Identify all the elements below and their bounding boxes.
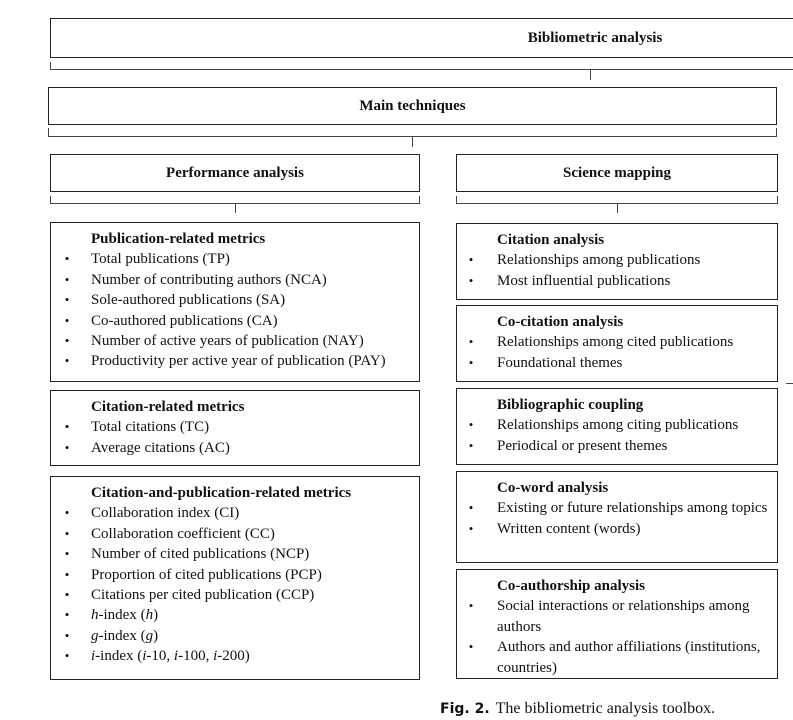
h-index-item: •h-index (h) <box>51 605 411 625</box>
bullet-icon: • <box>64 505 70 521</box>
figure-caption-text: The bibliometric analysis toolbox. <box>495 700 716 717</box>
bibliometric-analysis-title: Bibliometric analysis <box>527 29 663 46</box>
publication-related-metrics-box: Publication-related metrics •Total publi… <box>50 222 420 382</box>
list-item: •Relationships among citing publications <box>457 415 769 435</box>
bullet-icon: • <box>468 417 474 433</box>
bullet-icon: • <box>64 627 70 643</box>
list-item: •Total citations (TC) <box>51 417 411 437</box>
list-item: •Productivity per active year of publica… <box>51 351 411 371</box>
science-mapping-box: Science mapping <box>456 154 778 192</box>
bullet-icon: • <box>64 439 70 455</box>
bullet-icon: • <box>64 648 70 664</box>
bullet-icon: • <box>64 333 70 349</box>
bracket-main-tick <box>412 137 413 147</box>
main-techniques-box: Main techniques <box>48 87 777 125</box>
bullet-icon: • <box>468 354 474 370</box>
bullet-icon: • <box>468 437 474 453</box>
list-item: •Relationships among cited publications <box>457 332 769 352</box>
bracket-science <box>456 196 778 204</box>
list-item: •Authors and author affiliations (instit… <box>457 637 769 678</box>
group-title: Citation-and-publication-related metrics <box>91 485 352 501</box>
list-item: •Number of active years of publication (… <box>51 331 411 351</box>
list-item: •Proportion of cited publications (PCP) <box>51 565 411 585</box>
list-item: •Number of contributing authors (NCA) <box>51 270 411 290</box>
bullet-icon: • <box>64 271 70 287</box>
bullet-icon: • <box>468 334 474 350</box>
list-item: •Existing or future relationships among … <box>457 498 769 518</box>
bullet-icon: • <box>64 312 70 328</box>
bullet-icon: • <box>64 419 70 435</box>
group-title: Co-authorship analysis <box>497 578 645 594</box>
list-item: •Collaboration index (CI) <box>51 503 411 523</box>
list-item: •Total publications (TP) <box>51 249 411 269</box>
science-mapping-title: Science mapping <box>563 164 671 181</box>
group-title: Citation analysis <box>497 232 605 248</box>
group-title: Co-citation analysis <box>497 314 624 330</box>
list-item: •Most influential publications <box>457 271 769 291</box>
list-item: •Written content (words) <box>457 519 769 539</box>
bibliographic-coupling-box: Bibliographic coupling •Relationships am… <box>456 388 778 465</box>
list-item: •Collaboration coefficient (CC) <box>51 524 411 544</box>
list-item: •Citations per cited publication (CCP) <box>51 585 411 605</box>
group-title: Co-word analysis <box>497 480 609 496</box>
i-index-item: •i-index (i-10, i-100, i-200) <box>51 646 411 666</box>
bracket-science-tick <box>617 204 618 213</box>
citation-analysis-box: Citation analysis •Relationships among p… <box>456 223 778 300</box>
bracket-top <box>50 62 793 70</box>
list-item: •Relationships among publications <box>457 250 769 270</box>
bibliometric-analysis-box: Bibliometric analysis <box>50 18 793 58</box>
bullet-icon: • <box>468 500 474 516</box>
bracket-performance <box>50 196 420 204</box>
bullet-icon: • <box>468 252 474 268</box>
bullet-icon: • <box>64 566 70 582</box>
performance-analysis-box: Performance analysis <box>50 154 420 192</box>
bullet-icon: • <box>64 587 70 603</box>
co-citation-analysis-box: Co-citation analysis •Relationships amon… <box>456 305 778 382</box>
group-title: Bibliographic coupling <box>497 397 644 413</box>
bracket-main <box>48 128 777 137</box>
figure-caption: Fig. 2. The bibliometric analysis toolbox… <box>440 700 715 718</box>
bullet-icon: • <box>468 598 474 614</box>
list-item: •Co-authored publications (CA) <box>51 311 411 331</box>
performance-analysis-title: Performance analysis <box>166 164 304 181</box>
citation-related-metrics-box: Citation-related metrics •Total citation… <box>50 390 420 466</box>
stray-mark <box>786 383 793 384</box>
co-authorship-analysis-box: Co-authorship analysis •Social interacti… <box>456 569 778 679</box>
bullet-icon: • <box>468 639 474 655</box>
bullet-icon: • <box>468 520 474 536</box>
group-title: Publication-related metrics <box>91 231 266 247</box>
bullet-icon: • <box>64 525 70 541</box>
citation-and-publication-related-metrics-box: Citation-and-publication-related metrics… <box>50 476 420 680</box>
bullet-icon: • <box>64 251 70 267</box>
co-word-analysis-box: Co-word analysis •Existing or future rel… <box>456 471 778 563</box>
g-index-item: •g-index (g) <box>51 626 411 646</box>
group-title: Citation-related metrics <box>91 399 245 415</box>
list-item: •Sole-authored publications (SA) <box>51 290 411 310</box>
bullet-icon: • <box>64 607 70 623</box>
bullet-icon: • <box>468 272 474 288</box>
list-item: •Periodical or present themes <box>457 436 769 456</box>
bullet-icon: • <box>64 353 70 369</box>
list-item: •Social interactions or relationships am… <box>457 596 769 637</box>
list-item: •Average citations (AC) <box>51 438 411 458</box>
bullet-icon: • <box>64 292 70 308</box>
list-item: •Foundational themes <box>457 353 769 373</box>
list-item: •Number of cited publications (NCP) <box>51 544 411 564</box>
figure-caption-label: Fig. 2. <box>440 701 490 717</box>
bracket-performance-tick <box>235 204 236 213</box>
main-techniques-label: Main techniques <box>359 97 466 114</box>
bullet-icon: • <box>64 546 70 562</box>
bracket-top-tick <box>590 70 591 80</box>
